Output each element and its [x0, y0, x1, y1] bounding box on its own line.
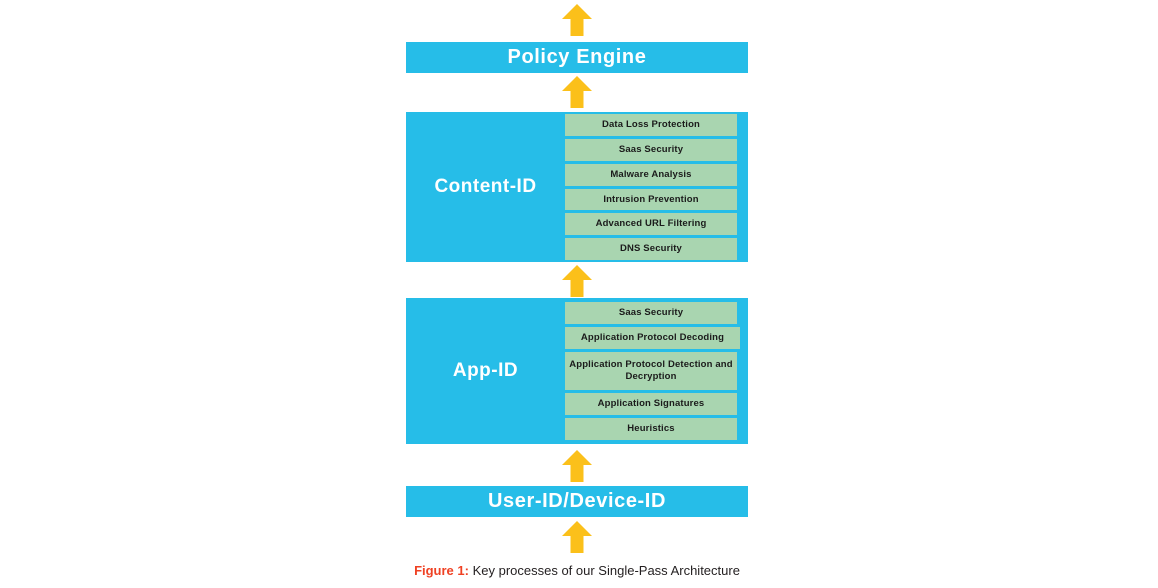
app-id-label: App-ID: [452, 360, 519, 381]
list-item: Heuristics: [565, 417, 737, 440]
list-item: Data Loss Protection: [565, 113, 737, 136]
figure-number: Figure 1:: [414, 563, 469, 578]
layer-content-id: Content-ID Data Loss Protection Saas Sec…: [406, 112, 748, 262]
single-pass-architecture-diagram: Policy Engine Content-ID Data Loss Prote…: [406, 0, 748, 588]
arrow-up-icon: [562, 265, 592, 297]
app-id-feature-list: Saas Security Application Protocol Decod…: [565, 302, 748, 440]
list-item: Saas Security: [565, 302, 737, 325]
list-item: Saas Security: [565, 138, 737, 161]
user-device-id-label: User-ID/Device-ID: [487, 490, 667, 512]
arrow-up-icon: [562, 4, 592, 36]
list-item: Intrusion Prevention: [565, 188, 737, 211]
layer-user-device-id: User-ID/Device-ID: [406, 486, 748, 517]
list-item: Application Protocol Detection and Decry…: [565, 352, 737, 390]
list-item: Malware Analysis: [565, 163, 737, 186]
list-item: Advanced URL Filtering: [565, 213, 737, 236]
arrow-up-icon: [562, 521, 592, 553]
figure-caption-text: Key processes of our Single-Pass Archite…: [468, 563, 740, 578]
figure-caption: Figure 1: Key processes of our Single-Pa…: [406, 563, 748, 578]
layer-policy-engine: Policy Engine: [406, 42, 748, 73]
content-id-label: Content-ID: [434, 176, 537, 197]
layer-app-id: App-ID Saas Security Application Protoco…: [406, 298, 748, 444]
arrow-up-icon: [562, 450, 592, 482]
policy-engine-label: Policy Engine: [507, 46, 647, 68]
list-item: Application Signatures: [565, 392, 737, 415]
list-item: DNS Security: [565, 238, 737, 261]
list-item: Application Protocol Decoding: [565, 327, 740, 350]
content-id-feature-list: Data Loss Protection Saas Security Malwa…: [565, 113, 748, 261]
arrow-up-icon: [562, 76, 592, 108]
